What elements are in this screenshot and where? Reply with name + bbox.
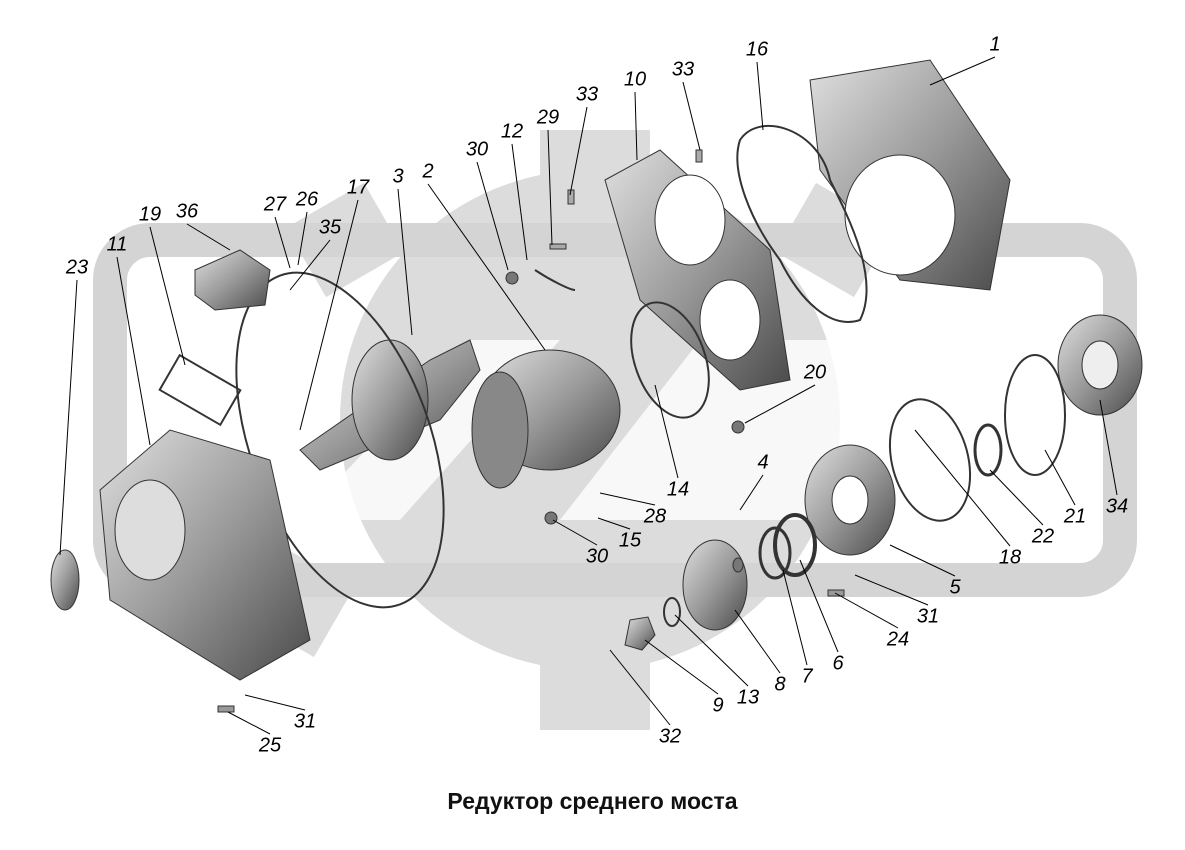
diagram-title: Редуктор среднего моста [447, 788, 738, 814]
leader-line [1099, 399, 1118, 496]
leader-line [597, 517, 631, 530]
callout-label: 10 [623, 68, 647, 91]
leader-line [511, 143, 528, 261]
callout-label: 15 [618, 529, 642, 552]
leader-line [227, 711, 271, 735]
callout-label: 16 [745, 38, 769, 61]
leader-line [476, 161, 509, 271]
callout-label: 13 [736, 686, 760, 709]
leader-line [274, 216, 291, 269]
leader-line [552, 519, 598, 546]
callout-label: 18 [998, 546, 1022, 569]
leader-line [427, 183, 546, 351]
leader-line [186, 223, 231, 251]
callout-label: 34 [1105, 495, 1129, 518]
leader-line [599, 492, 656, 506]
leader-lines [59, 56, 1118, 735]
leader-line [397, 188, 413, 336]
leader-line [744, 384, 816, 424]
ring-6 [773, 513, 817, 577]
leader-line [674, 614, 749, 687]
ring-7 [758, 526, 792, 580]
leader-line [914, 429, 1011, 547]
callout-label: 23 [65, 256, 89, 279]
ring-22 [973, 423, 1003, 477]
leader-line [569, 106, 588, 196]
callout-label: 25 [258, 734, 282, 757]
gasket-14 [630, 301, 710, 419]
leader-line [59, 279, 78, 556]
callout-label: 31 [293, 710, 317, 733]
leader-line [756, 61, 764, 131]
leader-line [929, 56, 996, 86]
callout-label: 22 [1031, 525, 1055, 548]
leader-line [644, 639, 719, 695]
leader-line [989, 469, 1044, 526]
leader-line [654, 384, 679, 479]
leader-line [834, 592, 899, 629]
callout-label: 33 [671, 58, 695, 81]
callout-label: 12 [500, 120, 524, 143]
leader-line [1044, 449, 1076, 506]
snap-ring-21 [1004, 354, 1066, 476]
callout-label: 36 [175, 200, 199, 223]
parts [50, 59, 1143, 713]
leader-line [297, 211, 308, 266]
leader-line [149, 226, 186, 366]
leader-line [682, 81, 701, 151]
gasket-18 [888, 398, 972, 522]
callout-label: 5 [949, 576, 961, 599]
callout-label: 20 [803, 361, 827, 384]
callout-label: 28 [643, 505, 667, 528]
callout-label: 35 [318, 216, 342, 239]
callout-label: 2 [422, 160, 434, 183]
gasket-19 [158, 353, 242, 427]
callout-label: 11 [106, 233, 128, 256]
callout-label: 17 [346, 176, 370, 199]
leader-line [299, 199, 359, 431]
leader-line [116, 256, 151, 446]
callout-label: 30 [465, 138, 489, 161]
flange-8 [682, 539, 748, 631]
washer-13 [663, 597, 681, 627]
leader-line [244, 694, 306, 711]
leader-line [799, 559, 839, 653]
sensor-36 [194, 249, 271, 311]
leader-line [609, 649, 671, 726]
leader-line [889, 544, 956, 577]
callout-label: 26 [295, 188, 319, 211]
callout-label: 33 [575, 83, 599, 106]
leader-line [854, 574, 929, 606]
leader-line [739, 474, 764, 511]
callout-label: 31 [916, 605, 940, 628]
callout-label: 6 [832, 652, 844, 675]
leader-line [782, 569, 808, 666]
callout-label: 3 [392, 165, 404, 188]
callout-label: 19 [138, 203, 162, 226]
callout-label: 14 [666, 478, 690, 501]
callout-label: 21 [1063, 505, 1087, 528]
leader-line [634, 91, 638, 161]
callout-label: 27 [263, 193, 287, 216]
callout-label: 29 [536, 106, 560, 129]
leader-line [289, 239, 331, 291]
callout-label: 7 [801, 665, 813, 688]
ring-23 [50, 549, 80, 611]
leader-line [547, 129, 553, 246]
callout-label: 4 [757, 451, 769, 474]
gasket-16 [736, 124, 868, 323]
callout-label: 30 [585, 545, 609, 568]
callout-label: 32 [658, 725, 682, 748]
callout-label: 1 [989, 33, 1001, 56]
callout-label: 8 [774, 673, 786, 696]
callout-label: 24 [886, 628, 910, 651]
leader-line [734, 609, 781, 674]
callout-label: 9 [712, 694, 724, 717]
